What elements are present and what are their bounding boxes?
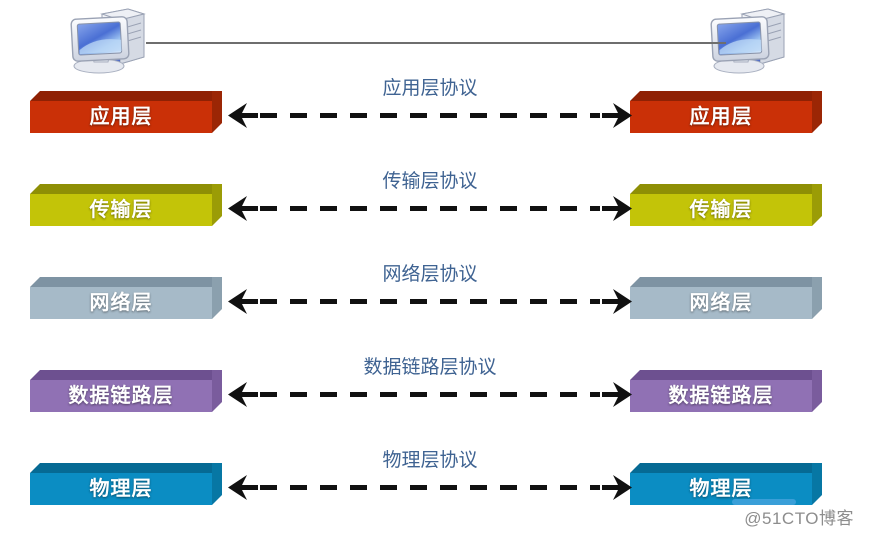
box-top-face xyxy=(30,184,222,194)
computer-icon-left xyxy=(66,2,156,76)
layer-label: 数据链路层 xyxy=(68,385,174,407)
layer-label: 传输层 xyxy=(89,199,153,221)
protocol-label: 传输层协议 xyxy=(382,171,478,192)
watermark-accent-bar xyxy=(732,499,796,505)
box-side-face xyxy=(212,91,222,133)
protocol-label: 物理层协议 xyxy=(382,450,478,471)
protocol-row-physical: 物理层协议 xyxy=(226,445,634,509)
box-front-face: 传输层 xyxy=(30,194,212,226)
box-side-face xyxy=(212,184,222,226)
protocol-double-arrow xyxy=(226,196,634,221)
box-front-face: 网络层 xyxy=(30,287,212,319)
layer-label: 应用层 xyxy=(689,106,753,128)
layer-box-left-application[interactable]: 应用层 xyxy=(30,91,222,133)
box-side-face xyxy=(212,277,222,319)
layer-label: 物理层 xyxy=(689,478,753,500)
protocol-row-application: 应用层协议 xyxy=(226,73,634,137)
layer-box-right-transport[interactable]: 传输层 xyxy=(630,184,822,226)
box-top-face xyxy=(630,184,822,194)
box-front-face: 应用层 xyxy=(630,101,812,133)
arrow-head-right-icon xyxy=(602,289,632,314)
arrow-head-right-icon xyxy=(602,196,632,221)
box-front-face: 传输层 xyxy=(630,194,812,226)
host-link-line xyxy=(146,42,726,44)
arrow-head-left-icon xyxy=(228,289,258,314)
arrow-head-left-icon xyxy=(228,475,258,500)
protocol-double-arrow xyxy=(226,103,634,128)
protocol-double-arrow xyxy=(226,382,634,407)
protocol-label: 数据链路层协议 xyxy=(363,357,497,378)
layer-box-left-data-link[interactable]: 数据链路层 xyxy=(30,370,222,412)
box-side-face xyxy=(212,463,222,505)
box-front-face: 数据链路层 xyxy=(30,380,212,412)
protocol-label: 应用层协议 xyxy=(382,78,478,99)
layer-box-right-network[interactable]: 网络层 xyxy=(630,277,822,319)
dashed-line xyxy=(260,485,600,490)
dashed-line xyxy=(260,113,600,118)
layer-box-right-application[interactable]: 应用层 xyxy=(630,91,822,133)
arrow-head-left-icon xyxy=(228,382,258,407)
protocol-row-data-link: 数据链路层协议 xyxy=(226,352,634,416)
layer-box-left-transport[interactable]: 传输层 xyxy=(30,184,222,226)
box-front-face: 物理层 xyxy=(30,473,212,505)
layer-label: 应用层 xyxy=(89,106,153,128)
box-front-face: 应用层 xyxy=(30,101,212,133)
box-top-face xyxy=(630,463,822,473)
protocol-row-transport: 传输层协议 xyxy=(226,166,634,230)
protocol-label: 网络层协议 xyxy=(382,264,478,285)
arrow-head-left-icon xyxy=(228,103,258,128)
dashed-line xyxy=(260,206,600,211)
arrow-head-left-icon xyxy=(228,196,258,221)
layer-label: 网络层 xyxy=(89,292,153,314)
computer-icon-right xyxy=(706,2,796,76)
box-top-face xyxy=(30,91,222,101)
box-side-face xyxy=(812,370,822,412)
box-front-face: 网络层 xyxy=(630,287,812,319)
box-top-face xyxy=(30,277,222,287)
layer-box-left-physical[interactable]: 物理层 xyxy=(30,463,222,505)
box-top-face xyxy=(630,370,822,380)
box-side-face xyxy=(812,91,822,133)
layer-box-left-network[interactable]: 网络层 xyxy=(30,277,222,319)
box-side-face xyxy=(812,463,822,505)
layer-label: 传输层 xyxy=(689,199,753,221)
arrow-head-right-icon xyxy=(602,103,632,128)
protocol-double-arrow xyxy=(226,289,634,314)
box-side-face xyxy=(812,277,822,319)
box-front-face: 数据链路层 xyxy=(630,380,812,412)
box-top-face xyxy=(30,370,222,380)
layer-label: 数据链路层 xyxy=(668,385,774,407)
box-top-face xyxy=(630,277,822,287)
dashed-line xyxy=(260,299,600,304)
protocol-row-network: 网络层协议 xyxy=(226,259,634,323)
protocol-double-arrow xyxy=(226,475,634,500)
arrow-head-right-icon xyxy=(602,475,632,500)
layer-box-right-data-link[interactable]: 数据链路层 xyxy=(630,370,822,412)
layer-label: 物理层 xyxy=(89,478,153,500)
box-top-face xyxy=(630,91,822,101)
dashed-line xyxy=(260,392,600,397)
box-top-face xyxy=(30,463,222,473)
watermark-text: @51CTO博客 xyxy=(744,509,854,528)
arrow-head-right-icon xyxy=(602,382,632,407)
box-side-face xyxy=(812,184,822,226)
layer-label: 网络层 xyxy=(689,292,753,314)
box-side-face xyxy=(212,370,222,412)
